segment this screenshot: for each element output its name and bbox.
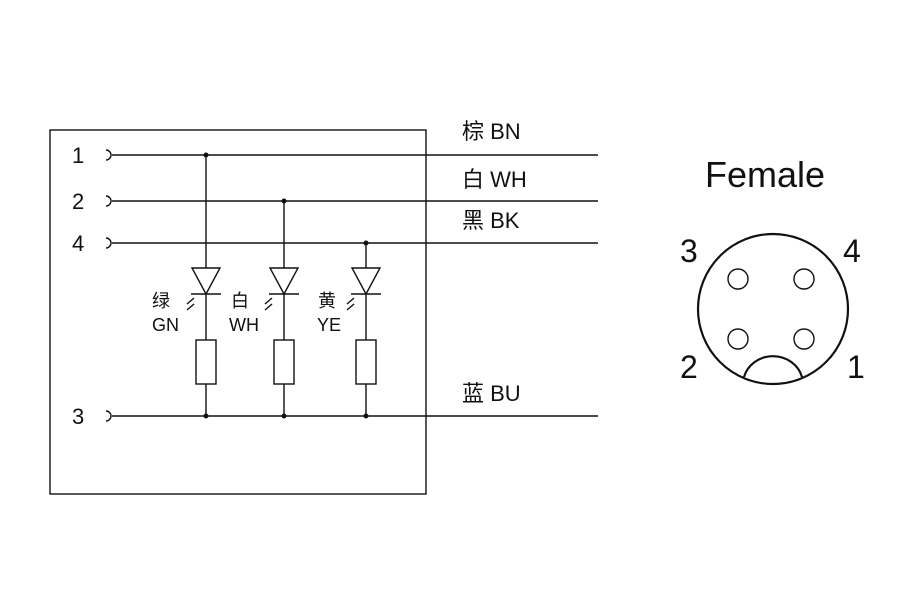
enclosure-box [49,129,427,495]
wire-label-bn: 棕 BN [462,119,521,144]
wire-label-bu: 蓝 BU [462,381,521,406]
led-label-cn-gn: 绿 [152,291,170,311]
wire-label-bk: 黑 BK [462,208,520,233]
resistor-gn [195,339,217,385]
pin-number-2: 2 [72,189,84,214]
connector-pin-hole-2 [727,328,749,350]
led-label-code-gn: GN [152,315,179,335]
connector-label-2: 2 [680,349,698,385]
light-emission-icon [186,297,195,311]
led-branch-gn [186,152,222,419]
connector-key-notch [742,355,804,378]
led-label-code-ye: YE [317,315,341,335]
led-label-cn-wh: 白 [231,291,249,311]
pin-4-symbol [105,237,112,249]
resistor-wh [273,339,295,385]
connector-title: Female [705,154,825,195]
led-branch-ye [346,240,382,419]
resistor-ye [355,339,377,385]
led-diode-ye [350,267,382,296]
connector-pin-hole-1 [793,328,815,350]
led-branch-wh [264,198,300,419]
connector-label-3: 3 [680,233,698,269]
led-diode-gn [190,267,222,296]
light-emission-icon [346,297,355,311]
connector-label-4: 4 [843,233,861,269]
led-diode-wh [268,267,300,296]
pin-number-3: 3 [72,404,84,429]
light-emission-icon [264,297,273,311]
pin-2-symbol [105,195,112,207]
led-label-code-wh: WH [229,315,259,335]
female-connector-face [696,232,850,386]
wire-label-wh: 白 WH [462,167,527,192]
pin-number-4: 4 [72,231,84,256]
pin-1-symbol [105,149,112,161]
led-label-cn-ye: 黄 [318,291,336,311]
connector-pin-hole-3 [727,268,749,290]
pin-number-1: 1 [72,143,84,168]
connector-pin-hole-4 [793,268,815,290]
pin-3-symbol [105,410,112,422]
connector-label-1: 1 [847,349,865,385]
